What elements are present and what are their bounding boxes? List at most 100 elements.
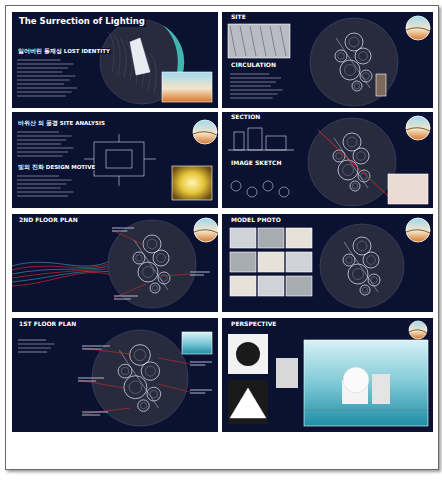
plan-core [346, 257, 353, 264]
site-photo-detail [260, 26, 266, 56]
plan-core [129, 381, 142, 394]
swoosh-line [12, 272, 112, 286]
plan-core [343, 165, 354, 176]
plan-core [357, 152, 366, 161]
panel-illustration [222, 12, 433, 108]
text-texture [230, 81, 276, 82]
text-texture [17, 151, 68, 152]
text-texture [17, 91, 72, 92]
sketch-doodle [247, 187, 257, 197]
plan-core [150, 390, 158, 398]
sky-icon [409, 321, 427, 339]
panel-heading: 1ST FLOOR PLAN [18, 321, 77, 328]
plan-axis [336, 38, 370, 88]
panel-illustration [12, 112, 218, 208]
text-texture [17, 59, 60, 60]
note-texture [82, 415, 100, 416]
plan-room [350, 181, 360, 191]
panel-heading: CIRCULATION [230, 62, 277, 69]
text-texture [17, 175, 59, 176]
plan-room [340, 60, 360, 80]
text-texture [17, 187, 61, 188]
swoosh-line [12, 260, 112, 266]
plan-core [134, 349, 145, 360]
sky-icon [406, 116, 430, 140]
icon-horizon [406, 128, 430, 131]
text-texture [17, 179, 72, 180]
note-texture [190, 393, 205, 394]
circle-frame [108, 220, 196, 308]
model-photo [230, 276, 256, 296]
plan-core [121, 367, 129, 375]
leader-line [158, 358, 190, 364]
sheet-panel: SECTION IMAGE SKETCH [222, 112, 433, 208]
site-photo [228, 24, 290, 58]
text-texture [17, 191, 73, 192]
plan-core [336, 153, 343, 160]
photo [182, 332, 212, 354]
site-photo-detail [230, 26, 236, 56]
leader-line [82, 408, 130, 414]
plan-core [338, 53, 345, 60]
plan-core [353, 269, 364, 280]
plan-core [140, 402, 146, 408]
sketch-doodle [279, 187, 289, 197]
plan-room [360, 285, 370, 295]
note-texture [112, 231, 127, 232]
text-texture [17, 147, 73, 148]
plan-axis [334, 138, 368, 188]
site-photo-detail [280, 26, 286, 56]
plan-core [354, 83, 360, 89]
model-photo [286, 252, 312, 272]
note-texture [114, 299, 131, 300]
leader-line [158, 384, 190, 392]
note-texture [114, 296, 138, 297]
panel-heading: 2ND FLOOR PLAN [18, 217, 79, 224]
plan-room [348, 264, 368, 284]
text-texture [230, 93, 278, 94]
text-texture [18, 343, 54, 344]
render-shore [304, 410, 428, 411]
sketch-doodle [231, 181, 241, 191]
panel-heading: SITE [230, 14, 247, 21]
sky-icon [194, 218, 218, 242]
text-texture [230, 73, 269, 74]
sheet-title: The Surrection of Lighting [18, 17, 146, 27]
icon-horizon [406, 230, 430, 233]
sheet-panel: The Surrection of Lighting잃어버린 동재성 LOST … [12, 12, 218, 108]
panel-illustration [12, 214, 218, 312]
plan-core [352, 183, 358, 189]
plan-room [153, 250, 169, 266]
model-photo [230, 252, 256, 272]
map-contour [120, 38, 126, 78]
floor-plan [133, 235, 170, 293]
plan-room [363, 252, 379, 268]
panel-heading: SECTION [230, 114, 261, 121]
text-texture [17, 75, 75, 76]
plan-axis [344, 242, 378, 292]
plan-core [152, 285, 158, 291]
icon-horizon [406, 28, 430, 31]
note-texture [190, 362, 212, 363]
panel-heading: MODEL PHOTO [230, 217, 282, 224]
diagram-box [94, 142, 144, 176]
note-texture [190, 272, 210, 273]
note-texture [82, 349, 102, 350]
plan-room [150, 283, 160, 293]
plan-room [338, 160, 358, 180]
plan-core [136, 255, 143, 262]
panel-heading: PERSPECTIVE [230, 321, 277, 328]
plan-room [355, 48, 371, 64]
panel-illustration [12, 318, 218, 432]
note-texture [78, 378, 104, 379]
sheet-panel: 2ND FLOOR PLAN [12, 214, 218, 312]
floor-plan [343, 237, 380, 295]
plan-core [349, 37, 359, 47]
section-block [234, 132, 244, 150]
panel-heading: IMAGE SKETCH [230, 160, 283, 167]
text-texture [17, 95, 66, 96]
text-texture [17, 131, 59, 132]
text-texture [230, 85, 271, 86]
sheet-panel: 1ST FLOOR PLAN [12, 318, 218, 432]
sky-icon [193, 120, 217, 144]
